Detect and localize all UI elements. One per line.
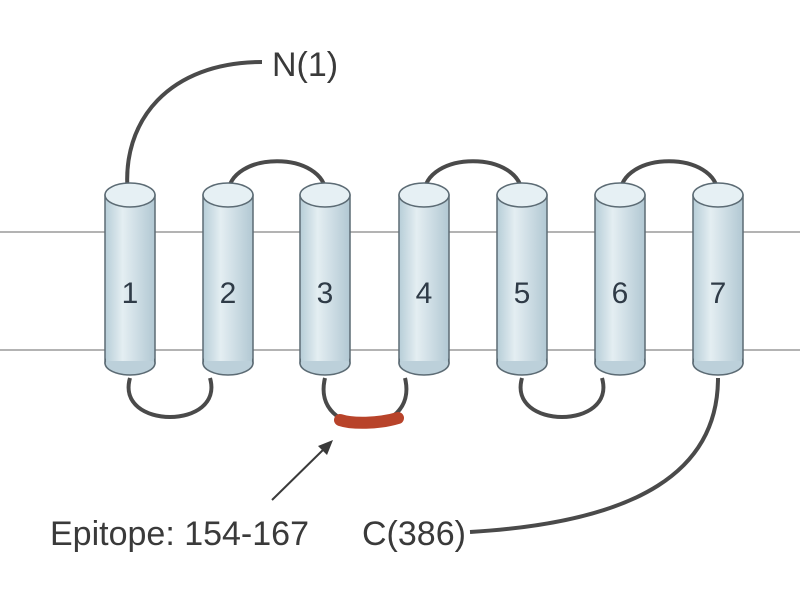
helix-label: 3 [317, 277, 334, 310]
extracellular-loop-1 [226, 159, 328, 196]
helix-label: 2 [220, 277, 237, 310]
epitope-pointer-line [271, 446, 327, 501]
epitope-highlight [334, 412, 404, 429]
extracellular-loop-3 [618, 159, 720, 196]
helix-4: 4 [398, 182, 450, 376]
helix-5: 5 [496, 182, 548, 376]
intracellular-loop-1 [126, 377, 214, 419]
epitope-arrowhead-icon [318, 440, 333, 455]
helix-2: 2 [202, 182, 254, 376]
helix-label: 7 [710, 277, 727, 310]
c-terminus-tail [469, 377, 720, 534]
intracellular-loop-3 [518, 377, 606, 419]
helix-6: 6 [594, 182, 646, 376]
helix-label: 4 [416, 277, 433, 310]
helix-1: 1 [104, 182, 156, 376]
c-terminus-label: C(386) [362, 515, 466, 553]
helix-7: 7 [692, 182, 744, 376]
n-terminus-label: N(1) [272, 46, 338, 84]
helix-3: 3 [299, 182, 351, 376]
epitope-label: Epitope: 154-167 [50, 515, 309, 553]
extracellular-loop-2 [422, 159, 524, 196]
helix-label: 5 [514, 277, 531, 310]
n-terminus-tail [125, 60, 263, 196]
helix-label: 1 [122, 277, 139, 310]
helix-label: 6 [612, 277, 629, 310]
